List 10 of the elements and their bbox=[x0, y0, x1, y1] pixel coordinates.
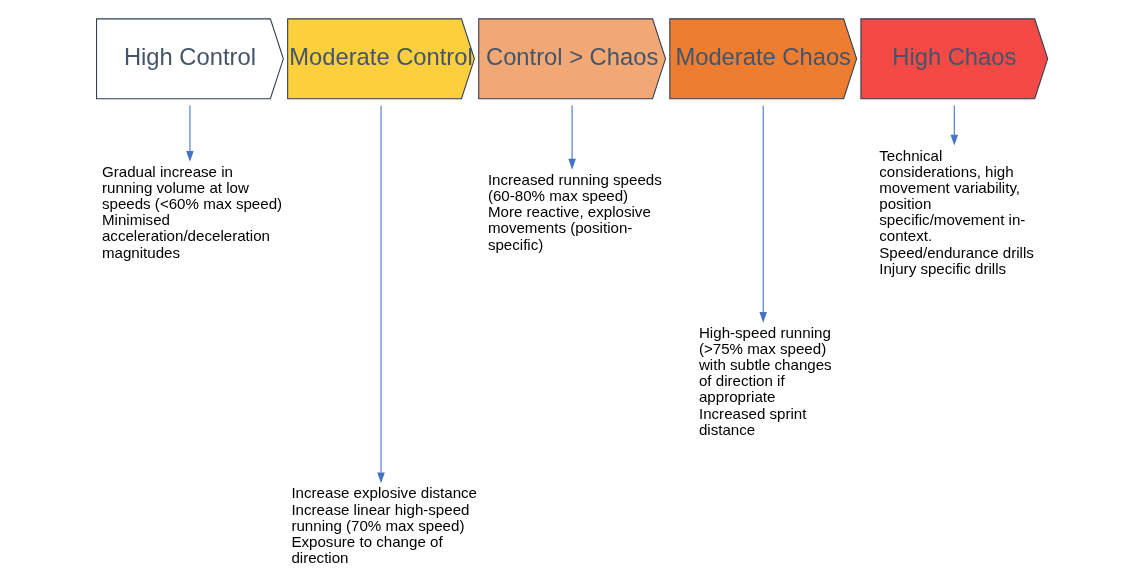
arrow bbox=[568, 105, 576, 170]
node-text: Gradual increase in running volume at low speeds (<60% max speed) Minimised acceleration/deceleration magnitudes bbox=[101, 162, 283, 261]
node-text: Increase explosive distance Increase linear high-speed running (70% max speed) Exposure to change of direction bbox=[291, 484, 478, 567]
node-text: High-speed running (>75% max speed) with subtle changes of direction if appropriate Increased sprint distance bbox=[698, 323, 832, 438]
arrow bbox=[186, 105, 194, 162]
arrow bbox=[377, 104, 385, 484]
arrow bbox=[950, 105, 959, 146]
node-text: Increased running speeds (60-80% max speed) More reactive, explosive movements (position-specific) bbox=[487, 170, 662, 253]
arrow bbox=[759, 105, 767, 323]
node-text: Technical considerations, high movement variability, position specific/movement in-context. Speed/endurance drills Injury specific drills bbox=[879, 146, 1034, 277]
